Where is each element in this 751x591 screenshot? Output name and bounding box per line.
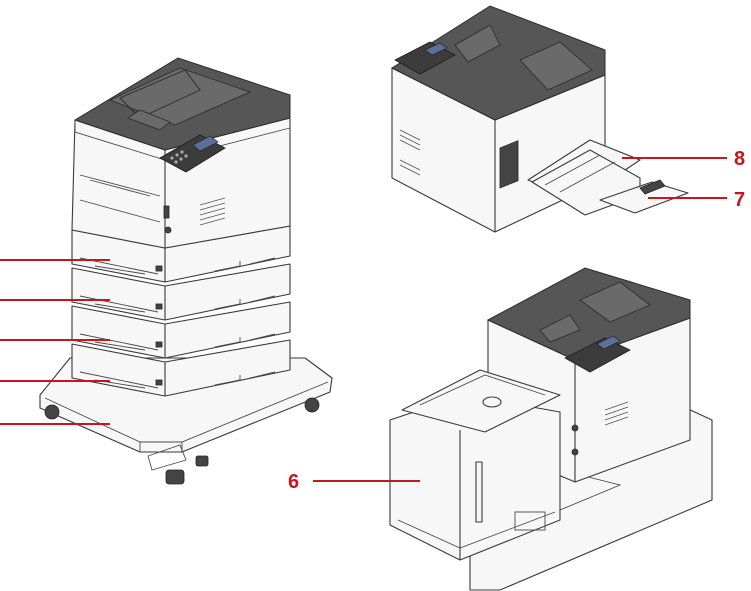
printer-with-paper-feeders bbox=[0, 57, 333, 485]
operation-panel bbox=[159, 134, 226, 173]
rear-side-vent bbox=[399, 129, 421, 176]
side-vent bbox=[199, 197, 226, 226]
feeder-leader-lines bbox=[0, 259, 110, 425]
callout-7: 7 bbox=[734, 189, 745, 211]
callout-8: 8 bbox=[734, 148, 745, 170]
printer-top-output-tray bbox=[73, 57, 291, 161]
large-capacity-feeder bbox=[389, 369, 561, 561]
printer-with-large-capacity-feeder bbox=[313, 267, 713, 591]
callout-6: 6 bbox=[288, 471, 299, 493]
paper-feeder-4 bbox=[71, 339, 291, 397]
paper-feeder-2 bbox=[71, 263, 291, 321]
paper-feeder-3 bbox=[71, 301, 291, 359]
output-tray bbox=[527, 139, 689, 216]
printer-rear-with-tray bbox=[390, 5, 727, 233]
